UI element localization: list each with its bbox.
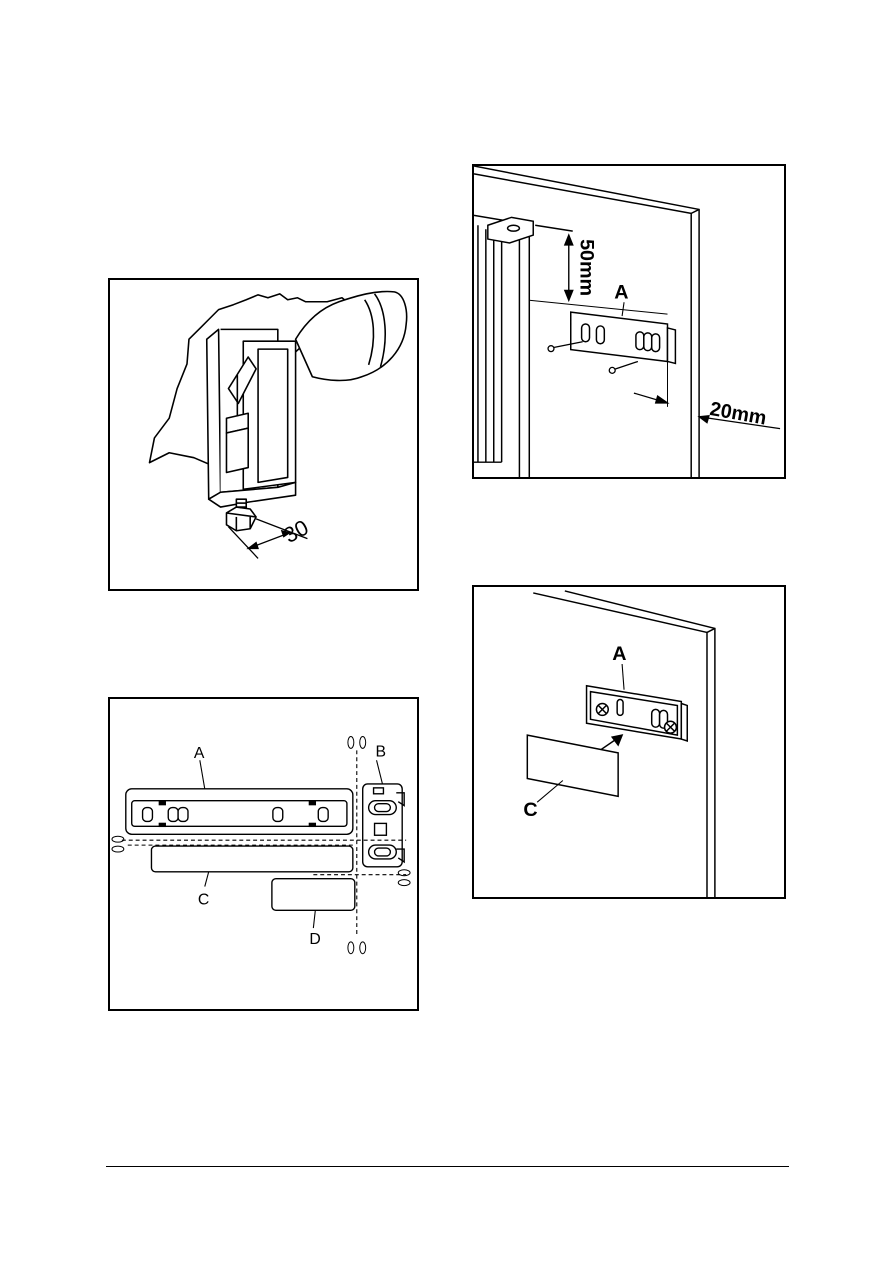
bracket-a-label: A <box>614 281 628 303</box>
dimension-30-label: 30 <box>279 515 312 548</box>
part-b-label: B <box>376 743 387 760</box>
figure-cover-fitting: A C <box>472 585 786 899</box>
top-offset-label: 50mm <box>576 239 598 296</box>
footer-rule <box>106 1166 789 1167</box>
cover-fitting-illustration: A C <box>523 590 716 897</box>
cover-c-label: C <box>523 799 537 821</box>
figure-leveling-foot: 30 <box>108 278 419 591</box>
side-offset-label: 20mm <box>708 398 768 430</box>
bracket-a-label: A <box>612 643 626 665</box>
part-a-label: A <box>194 745 205 762</box>
part-d-label: D <box>309 931 320 948</box>
part-c-label: C <box>198 891 209 908</box>
bracket-mounting-illustration: 50mm A 20mm <box>474 166 781 477</box>
figure-bracket-parts: A B C D <box>108 697 419 1011</box>
leveling-foot-illustration: 30 <box>148 290 408 559</box>
bracket-parts-illustration: A B C D <box>111 736 411 955</box>
figure-bracket-mounting: 50mm A 20mm <box>472 164 786 479</box>
